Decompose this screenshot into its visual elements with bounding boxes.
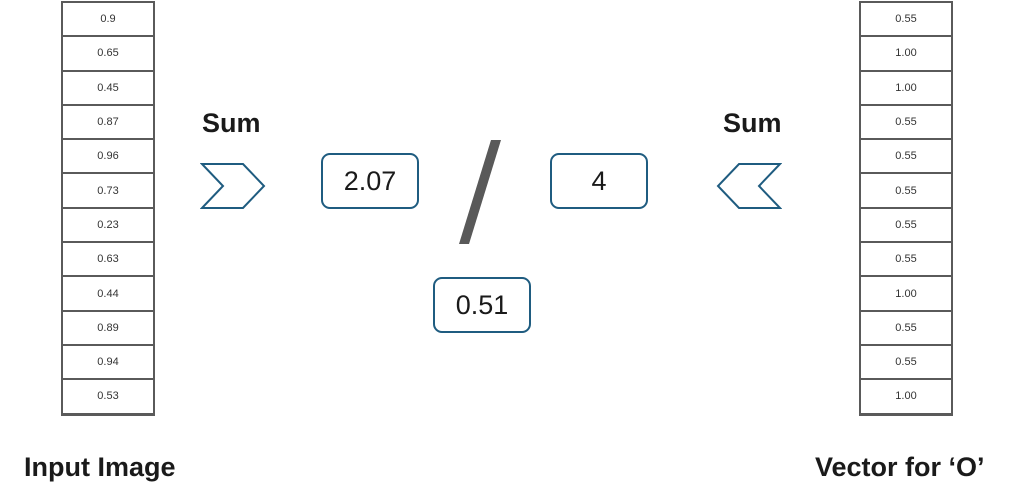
o-vector-caption: Vector for ‘O’ (815, 452, 985, 482)
right-sum-label: Sum (723, 108, 782, 138)
input-sum-box: 2.07 (321, 153, 419, 209)
input-vector-cell: 0.44 (63, 277, 153, 312)
input-vector-column: 0.9 0.65 0.45 0.87 0.96 0.73 0.23 0.63 0… (61, 1, 155, 416)
input-vector-cell: 0.96 (63, 140, 153, 175)
o-vector-cell: 0.55 (861, 3, 951, 38)
input-vector-cell: 0.87 (63, 106, 153, 141)
chevron-right-icon (200, 163, 266, 209)
o-vector-cell: 0.55 (861, 346, 951, 381)
chevron-left-icon (716, 163, 782, 209)
input-vector-cell: 0.45 (63, 72, 153, 106)
o-vector-cell: 0.55 (861, 312, 951, 346)
input-vector-cell: 0.53 (63, 380, 153, 415)
o-vector-cell: 1.00 (861, 37, 951, 72)
o-vector-cell: 0.55 (861, 106, 951, 141)
input-vector-cell: 0.94 (63, 346, 153, 381)
input-vector-cell: 0.23 (63, 209, 153, 244)
input-vector-cell: 0.9 (63, 3, 153, 38)
input-vector-cell: 0.89 (63, 312, 153, 346)
input-vector-cell: 0.65 (63, 37, 153, 72)
o-vector-column: 0.55 1.00 1.00 0.55 0.55 0.55 0.55 0.55 … (859, 1, 953, 416)
input-vector-cell: 0.73 (63, 174, 153, 209)
o-vector-cell: 0.55 (861, 174, 951, 209)
o-vector-cell: 1.00 (861, 380, 951, 415)
left-sum-label: Sum (202, 108, 261, 138)
o-vector-cell: 1.00 (861, 277, 951, 312)
o-vector-cell: 0.55 (861, 243, 951, 278)
input-image-caption: Input Image (24, 452, 176, 482)
vector-sum-box: 4 (550, 153, 648, 209)
o-vector-cell: 0.55 (861, 140, 951, 175)
o-vector-cell: 1.00 (861, 72, 951, 106)
division-slash-icon (459, 140, 501, 244)
result-box: 0.51 (433, 277, 531, 333)
o-vector-cell: 0.55 (861, 209, 951, 244)
input-vector-cell: 0.63 (63, 243, 153, 278)
